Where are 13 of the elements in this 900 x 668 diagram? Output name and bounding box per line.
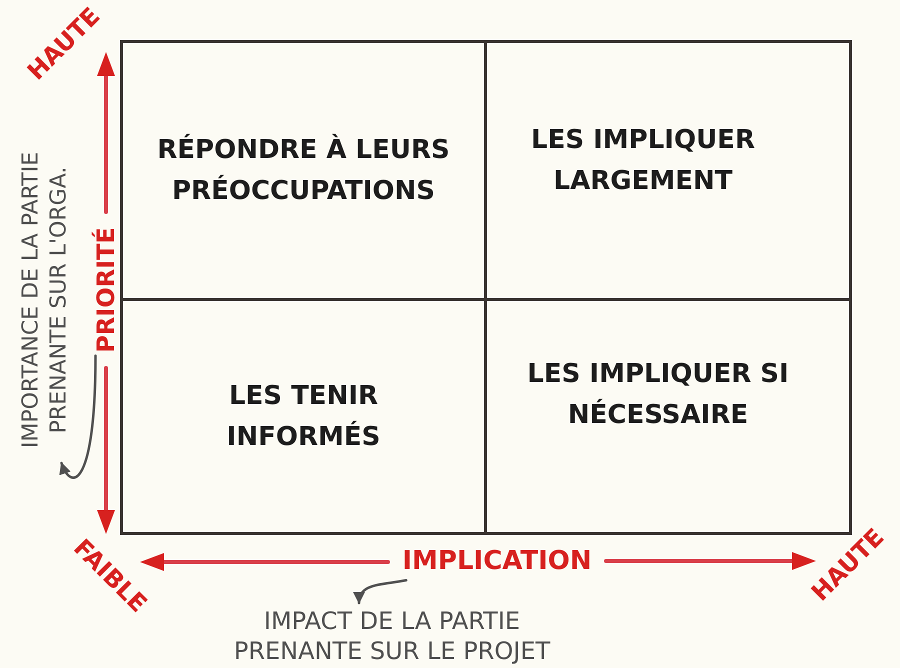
matrix-quadrant — [484, 40, 852, 301]
quadrant-label: LES TENIR INFORMÉS — [226, 380, 382, 454]
leader-arrow — [354, 579, 408, 604]
axis-description: IMPORTANCE DE LA PARTIE PRENANTE SUR L'ORGA. — [18, 140, 72, 460]
quadrant-label: LES IMPLIQUER SI NÉCESSAIRE — [526, 358, 790, 432]
matrix-quadrant — [120, 40, 487, 301]
quadrant-label: LES IMPLIQUER LARGEMENT — [530, 124, 756, 198]
axis-title: IMPLICATION — [402, 544, 592, 578]
axis-title: PRIORITÉ — [91, 227, 121, 353]
quadrant-label: RÉPONDRE À LEURS PRÉOCCUPATIONS — [156, 132, 451, 208]
axis-description: IMPACT DE LA PARTIE PRENANTE SUR LE PROJET — [227, 606, 557, 666]
matrix-quadrant — [120, 298, 487, 535]
leader-arrow — [60, 354, 97, 479]
